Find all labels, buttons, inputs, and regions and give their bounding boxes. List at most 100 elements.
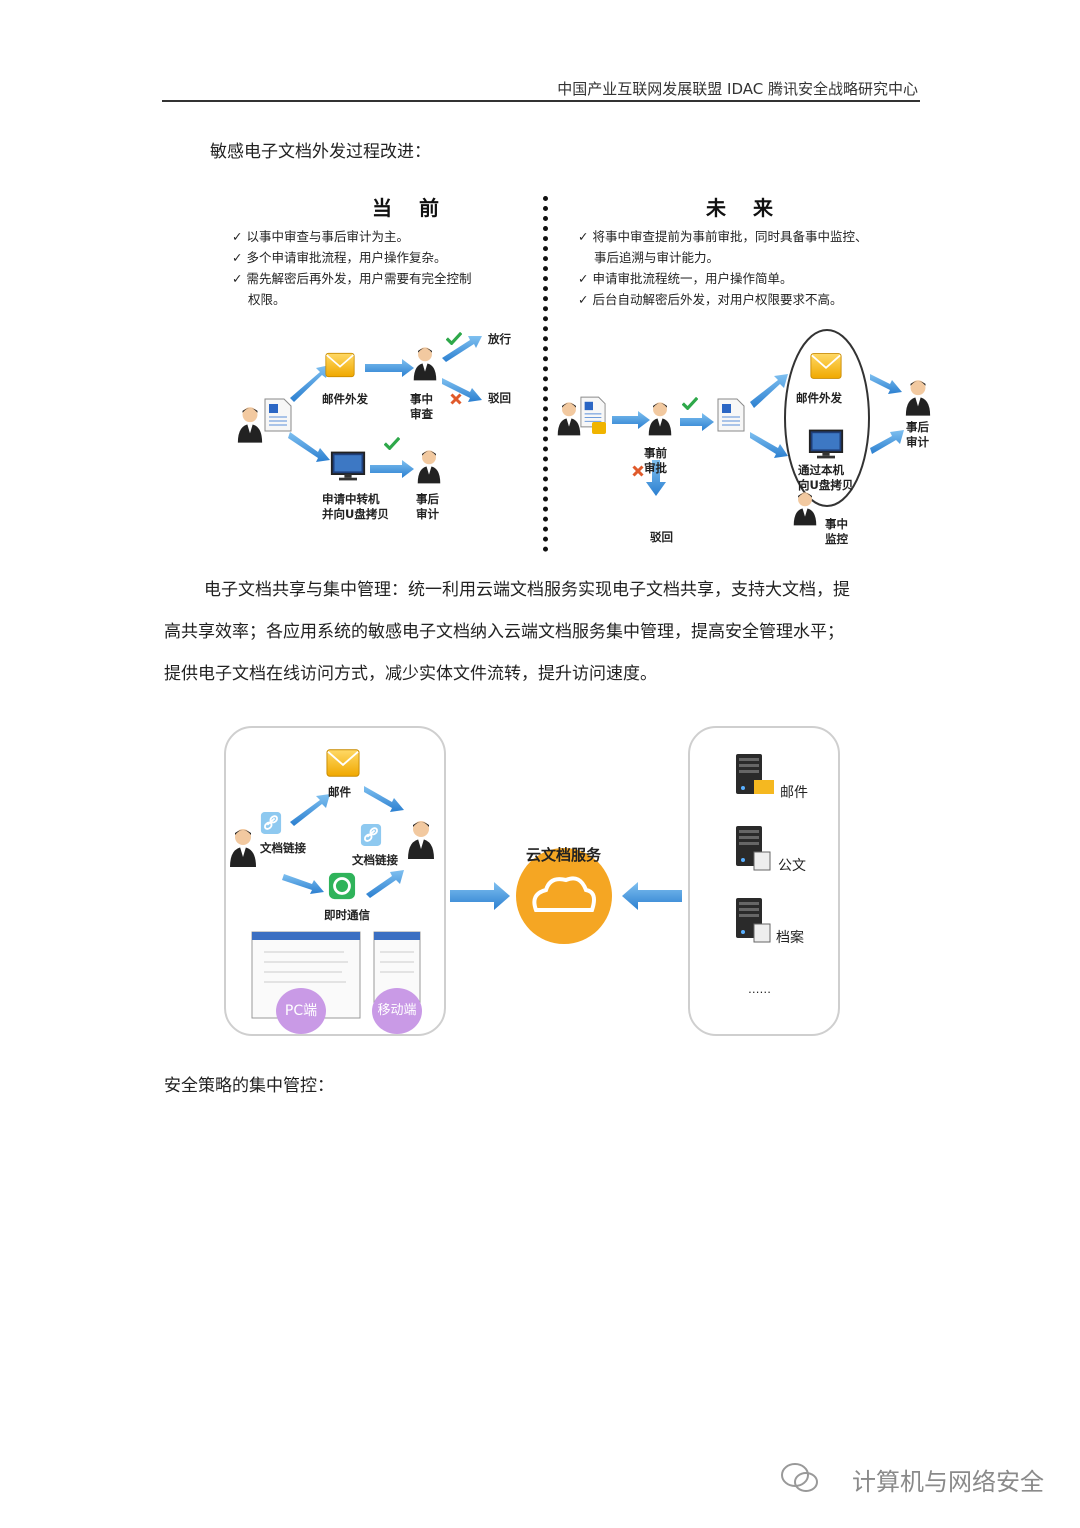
arrow-icon: [288, 432, 330, 462]
watermark-text: 计算机与网络安全: [852, 1468, 1044, 1496]
archive-badge-icon: [753, 923, 771, 943]
current-bullets: ✓ 以事中审查与事后审计为主。 ✓ 多个申请审批流程，用户操作复杂。 ✓ 需先解…: [232, 226, 471, 310]
highlight-ellipse: [784, 329, 870, 507]
label-reject: 驳回: [488, 391, 511, 405]
arrow-icon: [612, 411, 650, 429]
arrow-icon: [290, 365, 330, 402]
server-graphic: [736, 754, 774, 943]
arrow-icon: [750, 432, 788, 458]
reviewer-icon: [413, 347, 437, 381]
arrow-icon: [646, 460, 666, 496]
label-post-audit-future: 事后 审计: [906, 420, 929, 449]
label-email-send-future: 邮件外发: [796, 391, 842, 405]
link-icon: [260, 811, 282, 835]
current-flow-graphic: [237, 332, 482, 484]
paragraph-line: 高共享效率；各应用系统的敏感电子文档纳入云端文档服务集中管理，提高安全管理水平；: [164, 622, 844, 642]
user-icon: [408, 821, 434, 859]
cloud-service-icon: [516, 848, 612, 944]
paragraph-line: 电子文档共享与集中管理：统一利用云端文档服务实现电子文档共享，支持大文档，提: [204, 580, 850, 600]
check-icon: [682, 397, 698, 410]
arrow-icon: [290, 794, 330, 826]
wechat-icon: [781, 1463, 818, 1492]
arrow-icon: [282, 874, 324, 894]
auditor-icon: [417, 450, 441, 484]
future-bullets: ✓ 将事中审查提前为事前审批，同时具备事中监控、 事后追溯与审计能力。 ✓ 申请…: [578, 226, 867, 310]
header-rule: [162, 100, 920, 102]
label-email-send: 邮件外发: [322, 392, 368, 406]
arrow-icon: [750, 374, 788, 408]
future-flow-graphic: [557, 329, 931, 526]
mobile-client-badge: 移动端: [372, 988, 422, 1034]
link-icon: [360, 823, 382, 847]
section-intro: 敏感电子文档外发过程改进：: [210, 142, 431, 162]
user-icon: [237, 407, 263, 443]
server-label-official-doc: 公文: [778, 858, 806, 874]
arrow-icon: [870, 430, 904, 454]
document-icon: [264, 398, 292, 432]
policy-heading: 安全策略的集中管控：: [164, 1076, 334, 1096]
future-bullet: ✓ 申请审批流程统一，用户操作简单。: [578, 271, 793, 286]
future-bullet: ✓ 后台自动解密后外发，对用户权限要求不高。: [578, 292, 843, 307]
future-title: 未 来: [706, 196, 783, 220]
arrow-icon: [364, 786, 404, 812]
check-icon: [384, 437, 400, 450]
future-bullet: 事后追溯与审计能力。: [594, 250, 720, 265]
current-bullet: ✓ 多个申请审批流程，用户操作复杂。: [232, 250, 447, 265]
user-icon: [230, 829, 256, 867]
arrow-icon: [870, 374, 902, 394]
server-label-archive: 档案: [776, 930, 804, 946]
pc-icon: [808, 429, 844, 460]
arrow-icon: [365, 359, 414, 377]
arrow-left-icon: [622, 882, 682, 910]
cross-icon: [450, 393, 462, 405]
label-transfer-pc: 申请中转机 并向U盘拷贝: [322, 492, 389, 521]
label-im: 即时通信: [324, 908, 370, 922]
current-bullet: 权限。: [248, 292, 286, 307]
arrow-icon: [442, 378, 482, 402]
label-review: 事中 审查: [410, 392, 433, 421]
monitor-person-icon: [793, 492, 817, 526]
envelope-icon: [326, 748, 360, 778]
arrow-icon: [366, 870, 404, 898]
cross-icon: [632, 465, 644, 477]
current-bullet: ✓ 需先解密后再外发，用户需要有完全控制: [232, 271, 472, 286]
lock-icon: [592, 422, 606, 434]
sharing-paragraph: 电子文档共享与集中管理：统一利用云端文档服务实现电子文档共享，支持大文档，提 高…: [164, 569, 924, 695]
label-local-copy: 通过本机 向U盘拷贝: [798, 463, 854, 492]
server-label-more: ……: [748, 982, 771, 996]
arrow-right-icon: [450, 882, 510, 910]
envelope-icon: [325, 352, 355, 378]
check-icon: [446, 332, 462, 345]
arrow-icon: [370, 460, 414, 478]
pc-client-badge: PC端: [276, 988, 326, 1034]
label-doclink-1: 文档链接: [260, 841, 306, 855]
label-mail: 邮件: [328, 785, 351, 799]
im-icon: [328, 872, 356, 900]
label-release: 放行: [488, 332, 511, 346]
label-preapprove: 事前 审批: [644, 446, 667, 475]
label-post-audit: 事后 审计: [416, 492, 439, 521]
page-header: 中国产业互联网发展联盟 IDAC 腾讯安全战略研究中心: [557, 80, 918, 98]
label-doclink-2: 文档链接: [352, 853, 398, 867]
server-panel: [688, 726, 840, 1036]
center-graphic: [450, 848, 682, 944]
pc-icon: [330, 451, 366, 482]
arrow-icon: [442, 336, 482, 362]
doc-badge-icon: [753, 851, 771, 871]
envelope-icon: [810, 352, 842, 380]
future-bullet: ✓ 将事中审查提前为事前审批，同时具备事中监控、: [578, 229, 868, 244]
auditor-icon: [905, 380, 931, 416]
approver-icon: [648, 402, 672, 436]
document-icon: [717, 398, 745, 432]
client-graphic: [230, 748, 434, 1019]
user-icon: [557, 402, 581, 436]
process-diagram: 当 前 ✓ 以事中审查与事后审计为主。 ✓ 多个申请审批流程，用户操作复杂。 ✓…: [230, 180, 931, 560]
current-title: 当 前: [372, 196, 449, 220]
arrow-icon: [680, 413, 714, 431]
current-bullet: ✓ 以事中审查与事后审计为主。: [232, 229, 409, 244]
mail-badge-icon: [754, 780, 774, 794]
label-monitor: 事中 监控: [825, 517, 848, 546]
server-label-mail: 邮件: [780, 785, 808, 801]
paragraph-line: 提供电子文档在线访问方式，减少实体文件流转，提升访问速度。: [164, 664, 657, 684]
label-reject-future: 驳回: [650, 530, 673, 544]
